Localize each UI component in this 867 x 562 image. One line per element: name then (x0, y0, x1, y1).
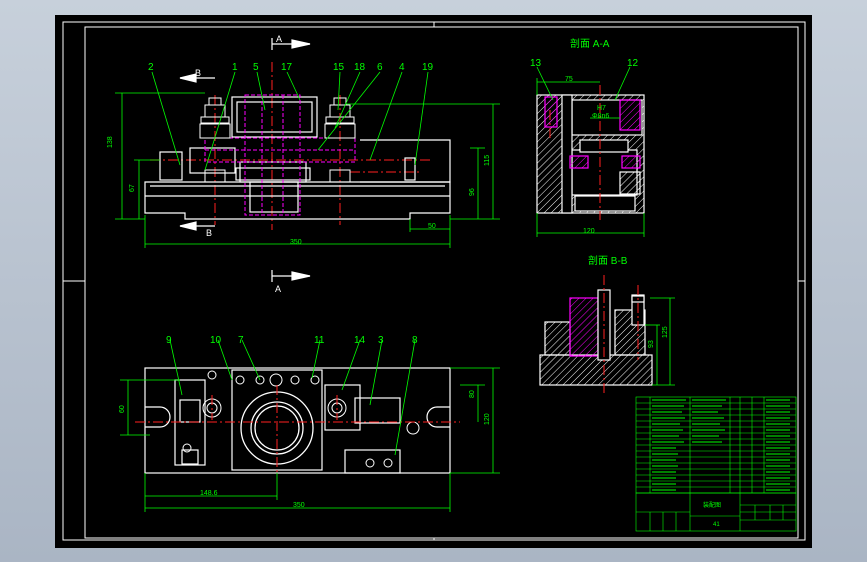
dim-96: 96 (469, 188, 476, 196)
section-bb-centerlines (603, 275, 639, 395)
section-bb-dimensions (645, 297, 675, 386)
balloon-top-8: 8 (412, 335, 418, 346)
title-block-id: 41 (713, 522, 720, 528)
balloon-front-2: 1 (232, 62, 238, 73)
dim-75: 75 (565, 76, 573, 83)
section-b-top-letter: B (195, 68, 201, 78)
balloon-front-1: 2 (148, 62, 154, 73)
dim-120-top: 120 (484, 413, 491, 425)
balloon-top-10: 10 (210, 335, 222, 346)
drawing-canvas: A B B A 2 1 5 17 15 18 6 4 19 138 67 115… (62, 21, 806, 541)
top-dimension-lines (120, 367, 500, 512)
top-screws (182, 370, 420, 468)
parts-list (635, 396, 797, 494)
dim-148: 148.6 (200, 490, 218, 497)
fit-tolerance: Φ8n6 (592, 113, 609, 120)
front-dimension-lines (115, 92, 500, 248)
front-view (115, 38, 500, 282)
dim-67: 67 (129, 184, 136, 192)
balloon-front-6: 18 (354, 62, 366, 73)
fit-h7: H7 (597, 105, 606, 112)
balloon-front-8: 4 (399, 62, 405, 73)
section-aa-title: 剖面 A-A (570, 37, 610, 50)
main-body (159, 96, 451, 213)
dim-80: 80 (469, 390, 476, 398)
section-aa-view (536, 66, 645, 237)
top-centerlines (135, 385, 460, 475)
top-base-plate (144, 367, 451, 474)
dim-120-aa: 120 (583, 228, 595, 235)
top-leaders (169, 339, 416, 456)
balloon-top-7: 7 (238, 335, 244, 346)
balloon-front-9: 19 (422, 62, 434, 73)
dim-115: 115 (484, 155, 491, 166)
balloon-aa-12: 12 (627, 58, 639, 69)
labels: A B B A 2 1 5 17 15 18 6 4 19 138 67 115… (107, 34, 721, 528)
section-a-mid-letter: A (275, 284, 281, 294)
front-centerlines (150, 62, 430, 230)
section-a-top-letter: A (276, 34, 282, 44)
section-aa-dimensions (536, 66, 645, 237)
balloon-front-4: 17 (281, 62, 293, 73)
dim-93: 93 (648, 340, 655, 348)
section-aa-centerlines (549, 85, 601, 220)
dim-350-front: 350 (290, 239, 302, 246)
dim-125: 125 (662, 326, 669, 338)
balloon-top-9: 9 (166, 335, 172, 346)
dim-50: 50 (428, 223, 436, 230)
parts-list-text-strokes (652, 399, 790, 491)
top-view (120, 339, 500, 512)
balloon-front-5: 15 (333, 62, 345, 73)
balloon-front-3: 5 (253, 62, 259, 73)
section-b-bottom-letter: B (206, 228, 212, 238)
balloon-top-11: 11 (314, 335, 325, 346)
balloon-top-14: 14 (354, 335, 366, 346)
dim-350-top: 350 (293, 502, 305, 509)
section-bb-body (539, 289, 653, 386)
section-arrow-marks (179, 38, 311, 282)
section-aa-body (536, 94, 645, 214)
front-leaders (151, 71, 429, 171)
title-block (635, 492, 797, 532)
dim-138: 138 (107, 136, 114, 148)
dim-60: 60 (119, 405, 126, 413)
section-bb-view (539, 275, 675, 395)
section-bb-title: 剖面 B-B (588, 254, 628, 267)
drawing-frame (62, 21, 806, 541)
drawing-sheet[interactable]: A B B A 2 1 5 17 15 18 6 4 19 138 67 115… (55, 15, 812, 548)
title-block-header: 装配图 (703, 501, 721, 509)
hidden-lines (204, 94, 356, 216)
balloon-front-7: 6 (377, 62, 383, 73)
balloon-top-3: 3 (378, 335, 384, 346)
balloon-aa-13: 13 (530, 58, 542, 69)
